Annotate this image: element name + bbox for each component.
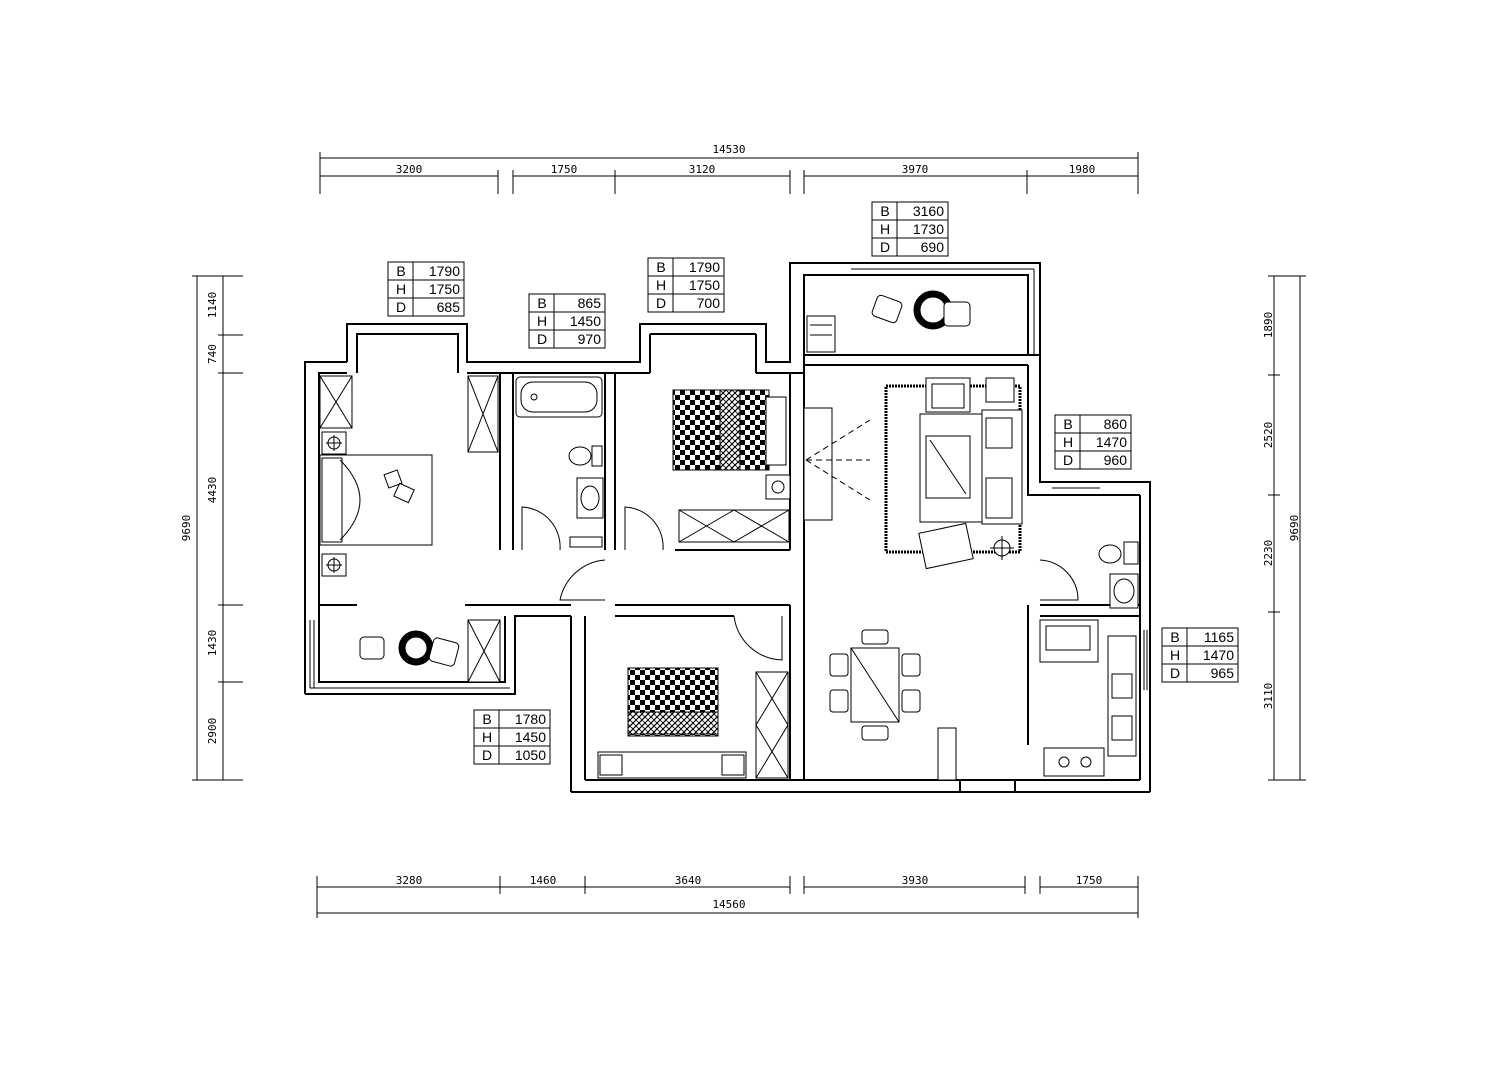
wt-value: 1165 xyxy=(1204,629,1234,645)
wt-key: B xyxy=(1170,629,1179,645)
right-dim-4: 3110 xyxy=(1262,683,1275,710)
wt-value: 1470 xyxy=(1096,434,1127,450)
bottom-dim-1: 3280 xyxy=(396,874,423,887)
wt-value: 970 xyxy=(578,331,602,347)
window-table-bathroom: B 865 H 1450 D 970 xyxy=(528,293,606,349)
right-bath-kitchen-fixtures xyxy=(1039,541,1139,777)
wt-key: D xyxy=(1170,665,1180,681)
window-table-bedroom-master: B 1790 H 1750 D 685 xyxy=(387,261,465,317)
top-total-dim: 14530 xyxy=(712,143,745,156)
dining-table-set xyxy=(829,629,957,781)
wt-key: B xyxy=(537,295,546,311)
wt-value: 700 xyxy=(697,295,721,311)
wt-value: 1750 xyxy=(689,277,720,293)
window-table-bedroom-second: B 1790 H 1750 D 700 xyxy=(647,257,725,313)
balcony-lower-table-set xyxy=(359,630,460,667)
left-dim-3: 4430 xyxy=(206,477,219,504)
wt-key: B xyxy=(396,263,405,279)
window-table-kitchen: B 1165 H 1470 D 965 xyxy=(1161,627,1239,683)
bedroom-three-furniture xyxy=(597,667,789,779)
wt-value: 965 xyxy=(1211,665,1235,681)
left-dim-4: 1430 xyxy=(206,630,219,657)
left-total-dim: 9690 xyxy=(180,515,193,542)
wt-value: 1750 xyxy=(429,281,460,297)
wt-value: 3160 xyxy=(913,203,944,219)
wt-value: 1730 xyxy=(913,221,944,237)
wt-key: D xyxy=(656,295,666,311)
top-dimension-lines xyxy=(319,152,1139,194)
wt-key: H xyxy=(1063,434,1073,450)
top-dim-5: 1980 xyxy=(1069,163,1096,176)
window-table-bedroom-small: B 1780 H 1450 D 1050 xyxy=(473,709,551,765)
wt-value: 1790 xyxy=(689,259,720,275)
window-table-balcony-top: B 3160 H 1730 D 690 xyxy=(871,201,949,257)
right-dim-2: 2520 xyxy=(1262,422,1275,449)
left-dim-2: 740 xyxy=(206,344,219,364)
right-dimension-lines xyxy=(1268,275,1306,781)
wt-key: D xyxy=(537,331,547,347)
doors xyxy=(521,506,1079,661)
bathroom-fixtures xyxy=(515,376,604,548)
bottom-total-dim: 14560 xyxy=(712,898,745,911)
wt-key: B xyxy=(880,203,889,219)
left-dimension-lines xyxy=(192,275,243,781)
wt-value: 1470 xyxy=(1203,647,1234,663)
wt-value: 1790 xyxy=(429,263,460,279)
wt-value: 1050 xyxy=(515,747,546,763)
right-dim-3: 2230 xyxy=(1262,540,1275,567)
bottom-dim-5: 1750 xyxy=(1076,874,1103,887)
wt-key: H xyxy=(656,277,666,293)
living-room-furniture xyxy=(803,377,1023,570)
window-table-bathroom-right: B 860 H 1470 D 960 xyxy=(1054,414,1132,470)
window-glazing xyxy=(309,268,1148,690)
top-dim-4: 3970 xyxy=(902,163,929,176)
wt-key: H xyxy=(537,313,547,329)
wt-key: B xyxy=(1063,416,1072,432)
left-dim-1: 1140 xyxy=(206,292,219,319)
wt-value: 1450 xyxy=(570,313,601,329)
bottom-dim-4: 3930 xyxy=(902,874,929,887)
wt-key: H xyxy=(880,221,890,237)
top-dim-2: 1750 xyxy=(551,163,578,176)
wt-key: D xyxy=(396,299,406,315)
bottom-dimension-lines xyxy=(316,876,1139,918)
wt-key: D xyxy=(482,747,492,763)
bedroom-two-furniture xyxy=(672,389,791,543)
wt-value: 860 xyxy=(1104,416,1128,432)
bottom-dim-2: 1460 xyxy=(530,874,557,887)
wt-key: D xyxy=(880,239,890,255)
wt-value: 1450 xyxy=(515,729,546,745)
top-dim-3: 3120 xyxy=(689,163,716,176)
right-dim-1: 1890 xyxy=(1262,312,1275,339)
wt-value: 960 xyxy=(1104,452,1128,468)
left-dim-5: 2900 xyxy=(206,718,219,745)
wt-value: 865 xyxy=(578,295,602,311)
wt-key: H xyxy=(396,281,406,297)
wt-value: 690 xyxy=(921,239,945,255)
walls xyxy=(304,262,1151,793)
wt-value: 685 xyxy=(437,299,461,315)
wt-key: H xyxy=(482,729,492,745)
top-dim-1: 3200 xyxy=(396,163,423,176)
balcony-top-furniture xyxy=(806,290,971,353)
wt-key: D xyxy=(1063,452,1073,468)
wt-key: B xyxy=(482,711,491,727)
right-total-dim: 9690 xyxy=(1288,515,1301,542)
wt-value: 1780 xyxy=(515,711,546,727)
master-bedroom-furniture xyxy=(319,375,501,683)
wt-key: B xyxy=(656,259,665,275)
bottom-dim-3: 3640 xyxy=(675,874,702,887)
wt-key: H xyxy=(1170,647,1180,663)
